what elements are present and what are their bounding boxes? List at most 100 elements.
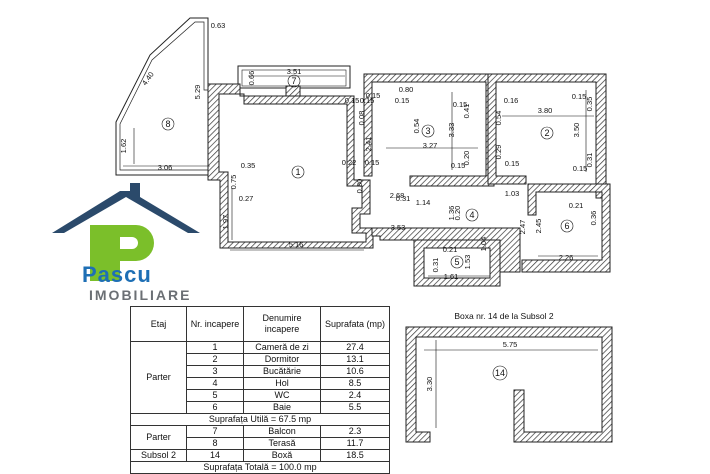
row-nr: 6 — [186, 401, 244, 414]
dimension-label: 1.14 — [416, 198, 431, 207]
totala-row: Suprafața Totală = 100.0 mp — [130, 461, 390, 474]
dimension-label: 1.03 — [505, 189, 520, 198]
row-name: Dormitor — [243, 353, 321, 366]
suprafata-utila: Suprafața Utilă = 67.5 mp — [130, 413, 390, 426]
dimension-label: 3.33 — [447, 123, 456, 138]
dimension-label: 0.15 — [572, 92, 587, 101]
room-labels: 1 2 3 4 5 6 7 8 — [161, 74, 574, 269]
suprafata-totala: Suprafața Totală = 100.0 mp — [130, 461, 390, 474]
dimension-label: 3.06 — [158, 163, 173, 172]
row-nr: 2 — [186, 353, 244, 366]
dimension-label: 0.15 — [505, 159, 520, 168]
dimension-label: 1.61 — [444, 272, 459, 281]
table-row: Parter 7 Balcon 2.3 — [130, 425, 390, 450]
dimension-label: 0.15 — [453, 100, 468, 109]
row-name: Boxă — [243, 449, 321, 462]
row-area: 2.4 — [320, 389, 390, 402]
dimension-label: 0.22 — [342, 158, 357, 167]
dimension-label: 3.80 — [538, 106, 553, 115]
row-nr: 4 — [186, 377, 244, 390]
roof-icon — [52, 183, 200, 233]
dimension-label: 0.54 — [494, 111, 503, 126]
dimension-label: 0.21 — [569, 201, 584, 210]
dimension-label: 0.66 — [247, 71, 256, 86]
dimension-label: 0.15 — [451, 161, 466, 170]
dimension-label: 0.15 — [345, 96, 360, 105]
row-area: 13.1 — [320, 353, 390, 366]
room-number-8: 8 — [165, 119, 170, 129]
dimension-label: 0.16 — [504, 96, 519, 105]
dimension-label: 0.08 — [357, 111, 366, 126]
etaj-parter: Parter — [130, 341, 187, 414]
row-nr: 8 — [186, 437, 244, 450]
room-number-7: 7 — [291, 76, 296, 86]
row-area: 27.4 — [320, 341, 390, 354]
row-area: 10.6 — [320, 365, 390, 378]
dimension-label: 2.26 — [559, 253, 574, 262]
row-name: Terasă — [243, 437, 321, 450]
dimension-label: 0.31 — [431, 258, 440, 273]
dimension-label: 0.80 — [355, 179, 364, 194]
dimension-label: 3.27 — [423, 141, 438, 150]
row-nr: 3 — [186, 365, 244, 378]
room-number-5: 5 — [454, 257, 459, 267]
row-name: Balcon — [243, 425, 321, 438]
row-area: 18.5 — [320, 449, 390, 462]
logo-subtitle: IMOBILIARE — [89, 287, 192, 303]
header-denumire: Denumire incapere — [243, 306, 321, 342]
dimension-label: 0.29 — [494, 145, 503, 160]
dimension-label: 3.51 — [287, 67, 302, 76]
row-name: Hol — [243, 377, 321, 390]
table-row: 3 Bucătărie 10.6 — [131, 365, 390, 378]
dimension-label: 0.41 — [462, 104, 471, 119]
row-name: WC — [243, 389, 321, 402]
dimension-label: 5.16 — [289, 240, 304, 249]
dimension-label: 2.47 — [518, 220, 527, 235]
dimension-label: 0.27 — [239, 194, 254, 203]
dimension-label: 3.53 — [391, 223, 406, 232]
row-nr: 1 — [186, 341, 244, 354]
dimension-label: 0.15 — [360, 96, 375, 105]
dimension-label: 0.80 — [399, 85, 414, 94]
table-header-row: Etaj Nr. incapere Denumire incapere Supr… — [130, 306, 390, 342]
dimension-label: 2.45 — [534, 219, 543, 234]
boxa-title: Boxa nr. 14 de la Subsol 2 — [454, 311, 554, 321]
dimension-label: 0.54 — [412, 119, 421, 134]
room-number-4: 4 — [469, 210, 474, 220]
dimension-label: 0.31 — [585, 153, 594, 168]
room-number-3: 3 — [425, 126, 430, 136]
dimension-label: 1.04 — [479, 237, 488, 252]
apartment-walls — [207, 73, 611, 287]
boxa-width-dim: 5.75 — [503, 340, 518, 349]
row-area: 11.7 — [320, 437, 390, 450]
room-number-6: 6 — [564, 221, 569, 231]
room-number-1: 1 — [295, 167, 300, 177]
row-area: 2.3 — [320, 425, 390, 438]
header-suprafata: Suprafata (mp) — [320, 306, 390, 342]
row-area: 5.5 — [320, 401, 390, 414]
logo-brand: Pascu — [82, 262, 152, 287]
dimension-label: 0.15 — [366, 91, 381, 100]
table-row: Subsol 2 14 Boxă 18.5 — [130, 449, 390, 462]
header-nr: Nr. incapere — [186, 306, 244, 342]
row-nr: 14 — [186, 449, 244, 462]
dimension-label: 0.15 — [573, 164, 588, 173]
rooms-table: Etaj Nr. incapere Denumire incapere Supr… — [130, 306, 390, 474]
dimension-label: 0.75 — [229, 175, 238, 190]
dimension-label: 0.20 — [462, 151, 471, 166]
row-name: Bucătărie — [243, 365, 321, 378]
dimension-label: 0.63 — [211, 21, 226, 30]
dimension-label: 5.29 — [193, 85, 202, 100]
dimension-label: 3.50 — [572, 123, 581, 138]
row-name: Baie — [243, 401, 321, 414]
dimension-label: 0.15 — [395, 96, 410, 105]
pascu-logo — [52, 183, 200, 281]
dimension-label: 1.62 — [119, 139, 128, 154]
table-row: 8 Terasă 11.7 — [131, 437, 390, 450]
row-nr: 5 — [186, 389, 244, 402]
logo-p-stem — [90, 225, 120, 281]
dimension-label: 0.35 — [585, 97, 594, 112]
dimension-label: 0.15 — [365, 158, 380, 167]
dimension-label: 1.36 — [447, 206, 456, 221]
